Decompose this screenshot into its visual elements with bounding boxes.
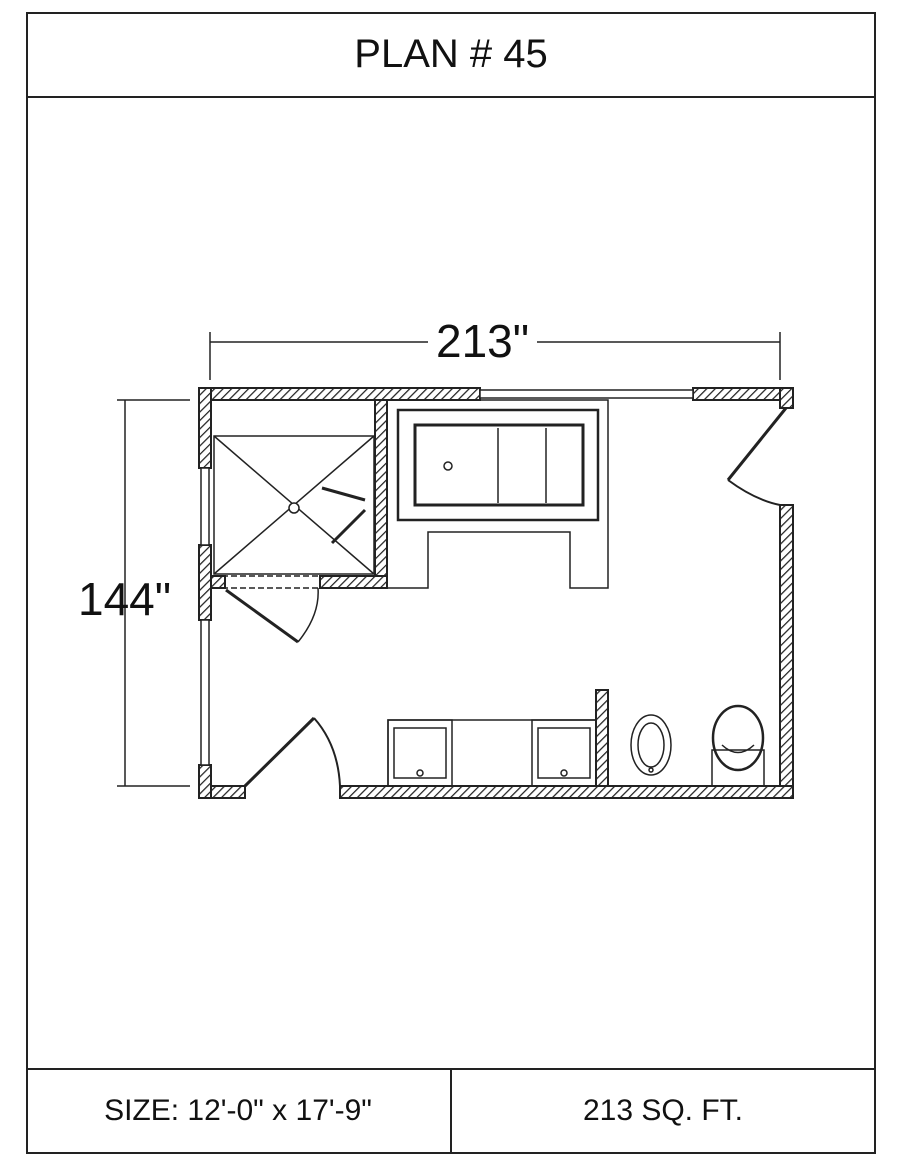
plan-frame: [26, 12, 876, 1154]
doors: [243, 407, 788, 788]
windows: [200, 389, 694, 766]
depth-dimension-label: 144": [78, 573, 172, 625]
area-label: 213 SQ. FT.: [452, 1068, 874, 1152]
bidet-and-toilet: [630, 704, 765, 787]
bathtub: [387, 399, 609, 589]
vanities: [387, 719, 597, 787]
shower: [213, 435, 375, 644]
walls: [198, 387, 794, 799]
plan-title: PLAN # 45: [26, 12, 876, 98]
width-dimension-label: 213": [428, 314, 538, 368]
size-label: SIZE: 12'-0" x 17'-9": [26, 1068, 452, 1152]
